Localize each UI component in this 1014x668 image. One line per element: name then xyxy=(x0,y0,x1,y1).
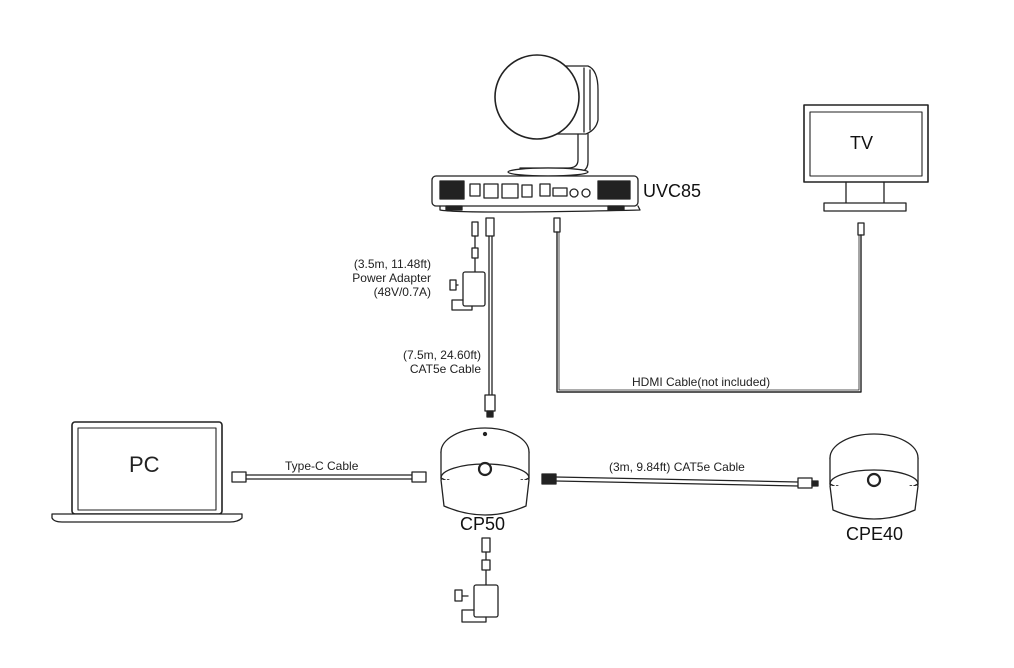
pc-laptop-illustration xyxy=(51,421,243,523)
cat5e-short-cable-line xyxy=(541,473,819,489)
cp50-label: CP50 xyxy=(460,514,506,534)
camera-power-adapter-line xyxy=(449,221,486,311)
uvc85-label: UVC85 xyxy=(643,181,702,201)
cat5e-long-label: CAT5e Cable xyxy=(409,362,481,376)
hdmi-cable-label: HDMI Cable(not included) xyxy=(632,375,771,389)
type-c-cable-label: Type-C Cable xyxy=(285,459,359,473)
cpe40-label: CPE40 xyxy=(846,524,904,544)
type-c-cable-line xyxy=(231,471,427,483)
power-adapter-label: Power Adapter xyxy=(352,271,431,285)
hdmi-cable-line xyxy=(553,217,862,393)
tv-illustration xyxy=(803,104,929,236)
tv-label: TV xyxy=(850,133,874,153)
uvc85-camera-illustration xyxy=(431,54,641,213)
power-adapter-length-label: (3.5m, 11.48ft) xyxy=(353,257,431,271)
power-adapter-rating-label: (48V/0.7A) xyxy=(373,285,431,299)
cpe40-expansion-mic-illustration xyxy=(829,433,919,520)
cat5e-long-cable-line xyxy=(484,217,496,418)
cat5e-short-cable-label: (3m, 9.84ft) CAT5e Cable xyxy=(609,460,745,474)
cp50-power-adapter-line xyxy=(454,537,499,623)
pc-label: PC xyxy=(129,452,160,477)
cp50-speakerphone-illustration xyxy=(440,427,530,516)
cat5e-long-length-label: (7.5m, 24.60ft) xyxy=(402,348,481,362)
